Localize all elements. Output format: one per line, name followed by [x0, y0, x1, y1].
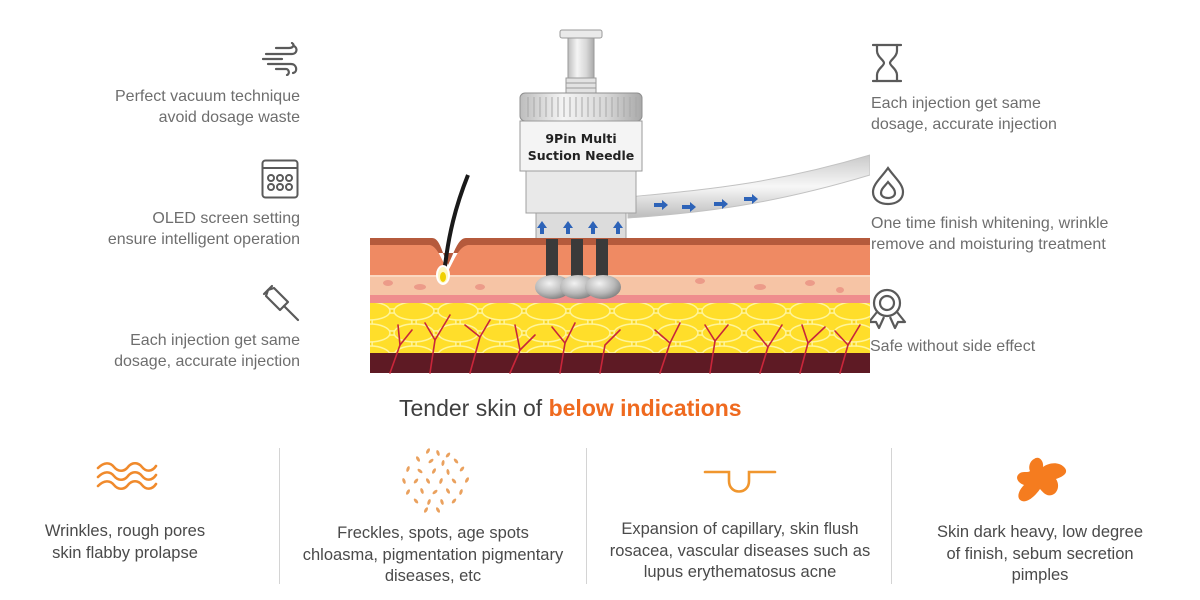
- wrinkle-waves-icon: [96, 462, 158, 492]
- indication-line: of finish, sebum secretion: [946, 544, 1134, 563]
- wind-icon: [262, 42, 300, 76]
- feature-line: OLED screen setting: [152, 210, 300, 227]
- indication-dark-skin-text: Skin dark heavy, low degree of finish, s…: [915, 522, 1165, 587]
- feature-line: Each injection get same: [871, 95, 1041, 112]
- feature-line: Safe without side effect: [870, 338, 1036, 355]
- syringe-icon: [262, 284, 300, 322]
- indication-capillary-text: Expansion of capillary, skin flush rosac…: [592, 519, 888, 584]
- indication-line: lupus erythematosus acne: [643, 563, 837, 581]
- indication-line: Wrinkles, rough pores: [44, 522, 206, 540]
- dark-blot-icon: [1014, 455, 1072, 505]
- indication-line: chloasma, pigmentation pigmentary: [302, 545, 564, 564]
- indication-line: rosacea, vascular diseases such as: [609, 541, 871, 560]
- divider: [891, 448, 892, 584]
- oled-screen-icon: [261, 159, 299, 199]
- indication-line: pimples: [1011, 566, 1069, 584]
- hourglass-icon: [872, 43, 902, 83]
- feature-safe-text: Safe without side effect: [870, 336, 1170, 357]
- headline-prefix: Tender skin of: [399, 395, 549, 421]
- water-drop-icon: [871, 166, 905, 206]
- feature-line: One time finish whitening, wrinkle: [871, 215, 1109, 232]
- indication-wrinkles-text: Wrinkles, rough pores skin flabby prolap…: [20, 521, 230, 564]
- capillary-dip-icon: [703, 469, 777, 497]
- indication-line: diseases, etc: [384, 567, 482, 585]
- device-label-line1: 9Pin Multi: [545, 131, 617, 146]
- feature-dosage-text: Each injection get same dosage, accurate…: [871, 93, 1171, 135]
- headline-highlight: below indications: [548, 395, 742, 421]
- award-badge-icon: [867, 288, 907, 330]
- feature-line: ensure intelligent operation: [107, 231, 300, 248]
- device-label-line2: Suction Needle: [527, 148, 635, 163]
- freckles-dots-icon: [398, 447, 474, 513]
- divider: [586, 448, 587, 584]
- device-label: 9Pin Multi Suction Needle: [520, 130, 642, 164]
- indication-line: Expansion of capillary, skin flush: [621, 520, 859, 538]
- feature-injection-text: Each injection get same dosage, accurate…: [40, 330, 300, 372]
- feature-vacuum-text: Perfect vacuum technique avoid dosage wa…: [40, 86, 300, 128]
- feature-line: Each injection get same: [130, 332, 300, 349]
- feature-line: Perfect vacuum technique: [115, 88, 300, 105]
- feature-line: avoid dosage waste: [158, 109, 300, 126]
- indication-freckles-text: Freckles, spots, age spots chloasma, pig…: [283, 523, 583, 588]
- feature-line: remove and moisturing treatment: [871, 236, 1106, 253]
- feature-oled-text: OLED screen setting ensure intelligent o…: [40, 208, 300, 250]
- feature-line: dosage, accurate injection: [871, 116, 1057, 133]
- divider: [279, 448, 280, 584]
- indication-line: Skin dark heavy, low degree: [936, 523, 1144, 541]
- indication-line: skin flabby prolapse: [52, 543, 198, 562]
- feature-line: dosage, accurate injection: [114, 353, 300, 370]
- indication-line: Freckles, spots, age spots: [337, 524, 529, 542]
- skin-illustration: [370, 25, 871, 375]
- indications-headline: Tender skin of below indications: [399, 395, 742, 422]
- feature-whitening-text: One time finish whitening, wrinkle remov…: [871, 213, 1191, 255]
